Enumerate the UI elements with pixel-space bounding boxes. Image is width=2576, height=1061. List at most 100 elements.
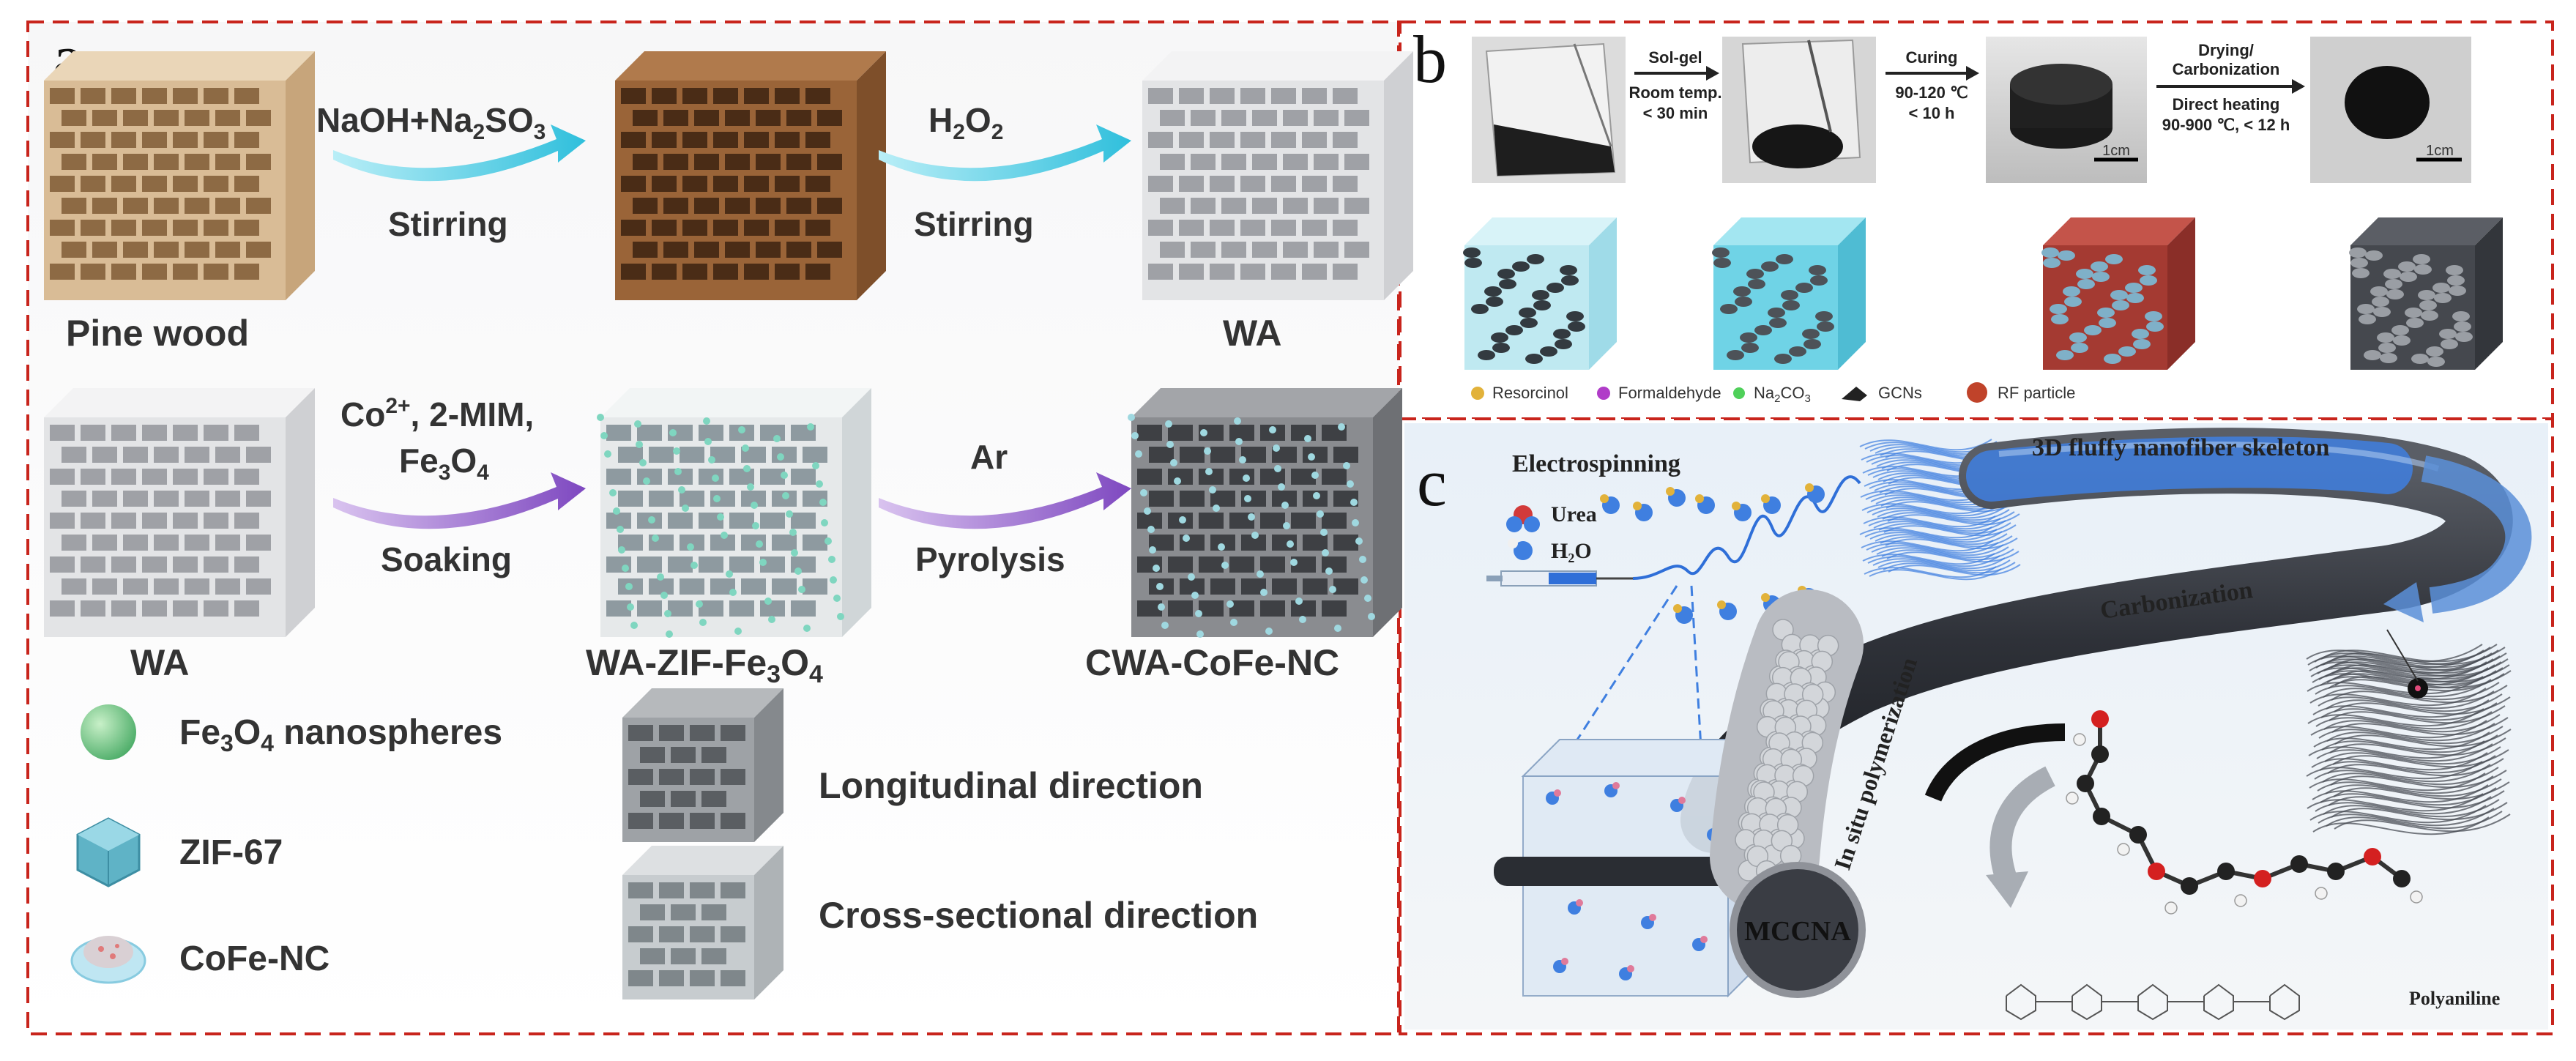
polyaniline-structure — [2006, 983, 2300, 1021]
wood-cell — [694, 110, 719, 126]
particle — [833, 595, 841, 602]
wood-cell — [1137, 425, 1162, 441]
cube-solution-1 — [1463, 217, 1617, 370]
speck — [1789, 346, 1806, 357]
particle — [1299, 616, 1306, 623]
wood-cell — [1221, 242, 1246, 258]
block-top-face — [1131, 388, 1402, 417]
particle — [1260, 589, 1267, 596]
wood-cell — [1240, 132, 1265, 148]
wood-cell — [671, 904, 696, 920]
wood-cell — [649, 447, 674, 463]
step4-gas: Ar — [970, 438, 1008, 476]
wood-cell — [690, 813, 715, 829]
skeleton-label: 3D fluffy nanofiber skeleton — [2032, 434, 2330, 461]
cwa-label: CWA-CoFe-NC — [1085, 642, 1339, 683]
wood-cell — [246, 154, 271, 170]
wood-cell — [621, 220, 646, 236]
carbon-strand — [2312, 699, 2490, 718]
block-side-face — [286, 388, 315, 637]
wood-cell — [92, 110, 117, 126]
speck — [1566, 311, 1584, 321]
wood-cell — [1137, 513, 1162, 529]
particle — [1239, 456, 1246, 464]
speck — [1735, 297, 1752, 307]
speck — [2077, 279, 2095, 289]
wood-cell — [618, 491, 643, 507]
particle — [837, 613, 844, 620]
scale-bar-2: 1cm — [2426, 143, 2454, 159]
step1-condition: Stirring — [388, 205, 508, 243]
block-side-face — [754, 688, 783, 842]
wood-cell — [1303, 578, 1328, 595]
wood-cell — [1333, 132, 1358, 148]
particle — [1308, 453, 1315, 461]
speck — [1776, 254, 1793, 264]
atom — [2091, 745, 2109, 763]
particle — [1183, 535, 1190, 542]
carbon-strand — [2310, 661, 2487, 680]
polymer-granules — [1735, 619, 1839, 882]
step3-reagents-line1: Co2+, 2-MIM, — [340, 394, 534, 433]
wood-cell — [204, 264, 228, 280]
wood-cell — [234, 600, 259, 617]
wood-cell — [234, 469, 259, 485]
speck — [2427, 357, 2445, 367]
wood-cell — [81, 556, 105, 573]
wood-cell — [633, 154, 658, 170]
speck — [1527, 254, 1544, 264]
wood-cell — [234, 425, 259, 441]
pine-wood-label: Pine wood — [66, 313, 249, 354]
particle — [622, 565, 629, 572]
wood-cell — [234, 132, 259, 148]
particle — [704, 438, 712, 445]
particle — [717, 513, 724, 521]
particle — [738, 426, 745, 433]
speck — [2441, 339, 2458, 349]
wood-cell — [1210, 578, 1235, 595]
particle — [828, 556, 835, 563]
wood-cell — [1322, 600, 1347, 617]
wood-cell — [111, 425, 136, 441]
particle — [639, 459, 647, 466]
wood-cell — [803, 535, 827, 551]
speck — [1497, 269, 1515, 279]
longitudinal-label: Longitudinal direction — [819, 765, 1203, 806]
wood-cell — [659, 926, 684, 942]
speck — [1754, 325, 1772, 335]
b-step1-line1: Sol-gel — [1648, 48, 1702, 67]
floating-molecules — [1600, 483, 1825, 624]
particle — [1320, 529, 1328, 536]
speck — [1560, 265, 1577, 275]
speck — [2419, 300, 2437, 310]
speck — [2138, 265, 2156, 275]
speck — [1484, 286, 1502, 297]
wood-cell — [652, 88, 677, 104]
fiber-strand — [1868, 518, 2001, 530]
particle — [1135, 450, 1142, 458]
arrow-step1 — [333, 124, 586, 182]
wood-cell — [1302, 176, 1327, 192]
wood-cell — [606, 469, 631, 485]
speck — [2455, 332, 2473, 342]
wood-cell — [701, 948, 726, 964]
particle — [798, 586, 805, 593]
speck — [1746, 269, 1764, 279]
wood-cell — [1260, 513, 1285, 529]
wood-cell — [621, 264, 646, 280]
gcn-icon — [1842, 387, 1867, 401]
speck — [2359, 314, 2376, 324]
speck — [1741, 343, 1759, 353]
particle — [1174, 477, 1181, 485]
carbon-strand — [2318, 808, 2495, 827]
fe3o4-legend-label: Fe3O4 nanospheres — [179, 713, 502, 756]
urea-molecule-icon — [1506, 505, 1540, 532]
wood-cell — [1168, 600, 1193, 617]
speck — [1761, 261, 1779, 272]
wood-cell — [142, 513, 167, 529]
cube-side — [2475, 217, 2503, 370]
speck — [1512, 261, 1530, 272]
particle — [791, 549, 798, 556]
wood-cell — [659, 813, 684, 829]
wood-cell — [1221, 154, 1246, 170]
